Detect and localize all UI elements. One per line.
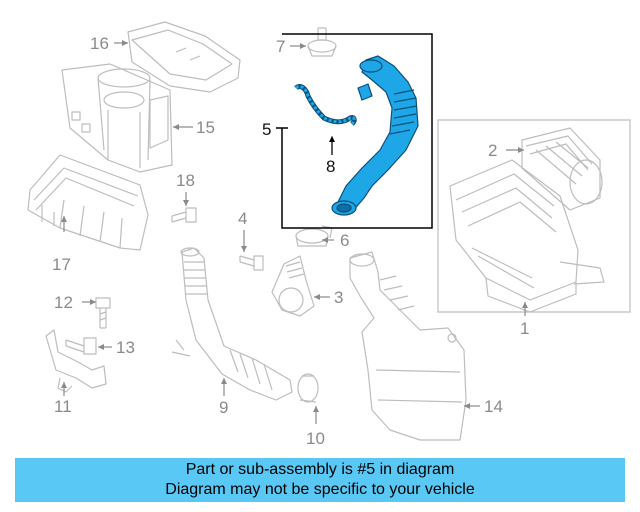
part-12-screw: [95, 297, 111, 329]
callout-10: 10: [306, 429, 325, 448]
part-1-air-cleaner-assembly: [449, 159, 605, 313]
part-16-airbox-lid: [127, 21, 241, 93]
banner-line-1: Part or sub-assembly is #5 in diagram: [185, 461, 455, 478]
part-6-clamp: [295, 225, 333, 247]
part-5-air-intake-hose: [331, 55, 419, 216]
callout-4: 4: [238, 209, 247, 228]
callout-1: 1: [520, 319, 529, 338]
part-4-bolt: [239, 255, 264, 271]
callout-11: 11: [54, 397, 72, 416]
callout-13: 13: [116, 338, 135, 357]
part-11-bracket: [45, 329, 107, 393]
part-13-bolt: [65, 337, 97, 355]
part-2-air-filter: [521, 127, 603, 211]
part-14-resonator: [349, 251, 467, 441]
part-15-airbox-housing: [61, 63, 173, 173]
callout-12: 12: [54, 293, 73, 312]
callout-15: 15: [196, 118, 215, 137]
callout-18: 18: [176, 171, 195, 190]
callout-8: 8: [326, 157, 335, 176]
part-17-intake-duct: [27, 154, 149, 251]
callout-7: 7: [276, 37, 285, 56]
callout-3: 3: [334, 288, 343, 307]
part-8-arrowhead: [329, 136, 335, 142]
part-8-breather-hose: [294, 83, 357, 126]
part-18-bolt: [171, 207, 197, 223]
callout-2: 2: [488, 141, 497, 160]
part-3-elbow-hose: [271, 255, 315, 317]
callout-14: 14: [484, 397, 503, 416]
part-10-clamp: [297, 373, 319, 403]
part-9-intake-hose: [171, 247, 293, 401]
callout-9: 9: [219, 398, 228, 417]
info-banner: Part or sub-assembly is #5 in diagram Di…: [15, 458, 625, 502]
part-7-clamp: [307, 27, 337, 57]
callout-16: 16: [90, 34, 109, 53]
callout-5: 5: [262, 120, 271, 139]
part-5-highlight-box: [276, 33, 433, 229]
part-1-frame: [437, 119, 631, 313]
callout-17: 17: [52, 255, 71, 274]
leader-arrowheads: [61, 40, 528, 412]
banner-line-2: Diagram may not be specific to your vehi…: [165, 481, 475, 498]
callout-6: 6: [340, 231, 349, 250]
